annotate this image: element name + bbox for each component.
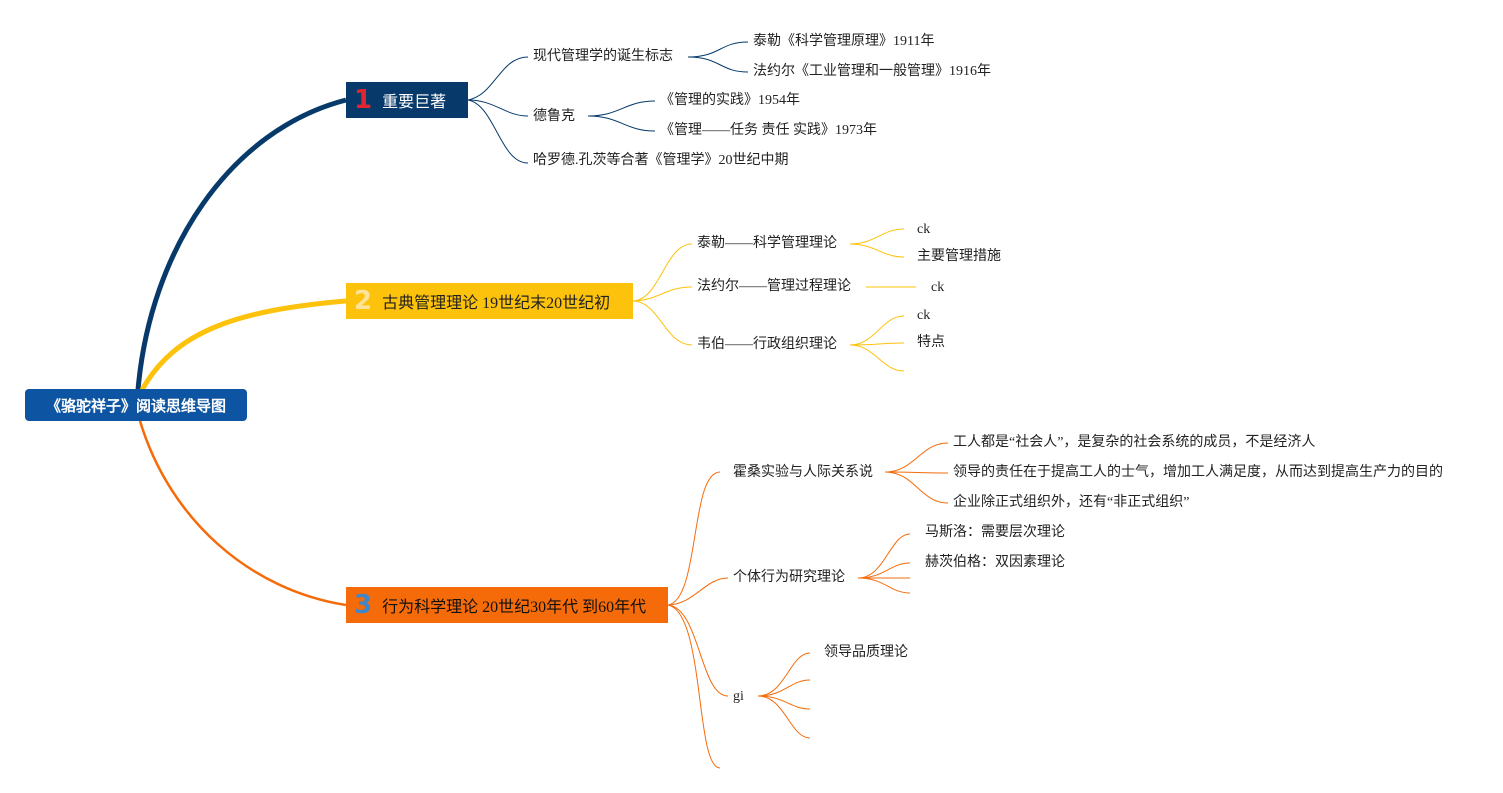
node-hawthorne[interactable]: 霍桑实验与人际关系说 xyxy=(733,465,873,480)
node-leader-duty[interactable]: 领导的责任在于提高工人的士气，增加工人满足度，从而达到提高生产力的目的 xyxy=(953,465,1443,480)
node-weber-features[interactable]: 特点 xyxy=(917,335,945,350)
node-drucker-book-2[interactable]: 《管理——任务 责任 实践》1973年 xyxy=(660,123,877,138)
branch-label: 重要巨著 xyxy=(382,94,447,111)
branch-label: 行为科学理论 20世纪30年代 到60年代 xyxy=(382,599,647,616)
node-herzberg[interactable]: 赫茨伯格：双因素理论 xyxy=(925,555,1065,570)
branch-classical-theory[interactable]: 2 古典管理理论 19世纪末20世纪初 xyxy=(346,283,633,319)
node-drucker[interactable]: 德鲁克 xyxy=(533,109,575,124)
node-individual-behavior[interactable]: 个体行为研究理论 xyxy=(733,570,845,585)
node-fayol-ck[interactable]: ck xyxy=(931,280,945,295)
branch-label: 古典管理理论 19世纪末20世纪初 xyxy=(382,295,611,312)
node-taylor-ck[interactable]: ck xyxy=(917,222,931,237)
root-link-3 xyxy=(138,420,347,607)
branch-behavioral-theory[interactable]: 3 行为科学理论 20世纪30年代 到60年代 xyxy=(346,587,668,623)
node-weber-theory[interactable]: 韦伯——行政组织理论 xyxy=(697,337,837,352)
node-drucker-book-1[interactable]: 《管理的实践》1954年 xyxy=(660,93,800,108)
node-birth-mark[interactable]: 现代管理学的诞生标志 xyxy=(533,49,673,64)
node-taylor-book[interactable]: 泰勒《科学管理原理》1911年 xyxy=(753,34,935,49)
node-informal-org[interactable]: 企业除正式组织外，还有“非正式组织” xyxy=(953,495,1190,510)
node-taylor-theory[interactable]: 泰勒——科学管理理论 xyxy=(697,236,837,251)
root-link-1 xyxy=(135,97,347,391)
root-link-2 xyxy=(139,298,347,392)
branch-number-2: 2 xyxy=(354,286,373,316)
branch-number-1: 1 xyxy=(354,85,373,115)
node-maslow[interactable]: 马斯洛：需要层次理论 xyxy=(925,525,1065,540)
node-koontz[interactable]: 哈罗德.孔茨等合著《管理学》20世纪中期 xyxy=(533,153,789,168)
node-fayol-book[interactable]: 法约尔《工业管理和一般管理》1916年 xyxy=(753,64,991,79)
root-label: 《骆驼祥子》阅读思维导图 xyxy=(45,398,226,415)
node-social-man[interactable]: 工人都是“社会人”，是复杂的社会系统的成员，不是经济人 xyxy=(953,435,1316,450)
node-taylor-measures[interactable]: 主要管理措施 xyxy=(917,249,1001,264)
node-fayol-theory[interactable]: 法约尔——管理过程理论 xyxy=(697,279,851,294)
root-node[interactable]: 《骆驼祥子》阅读思维导图 xyxy=(25,389,247,421)
node-weber-ck[interactable]: ck xyxy=(917,308,931,323)
branch-number-3: 3 xyxy=(354,590,373,620)
node-gi[interactable]: gi xyxy=(733,689,744,704)
branch-important-works[interactable]: 1 重要巨著 xyxy=(346,82,468,118)
node-leadership-traits[interactable]: 领导品质理论 xyxy=(824,645,908,660)
